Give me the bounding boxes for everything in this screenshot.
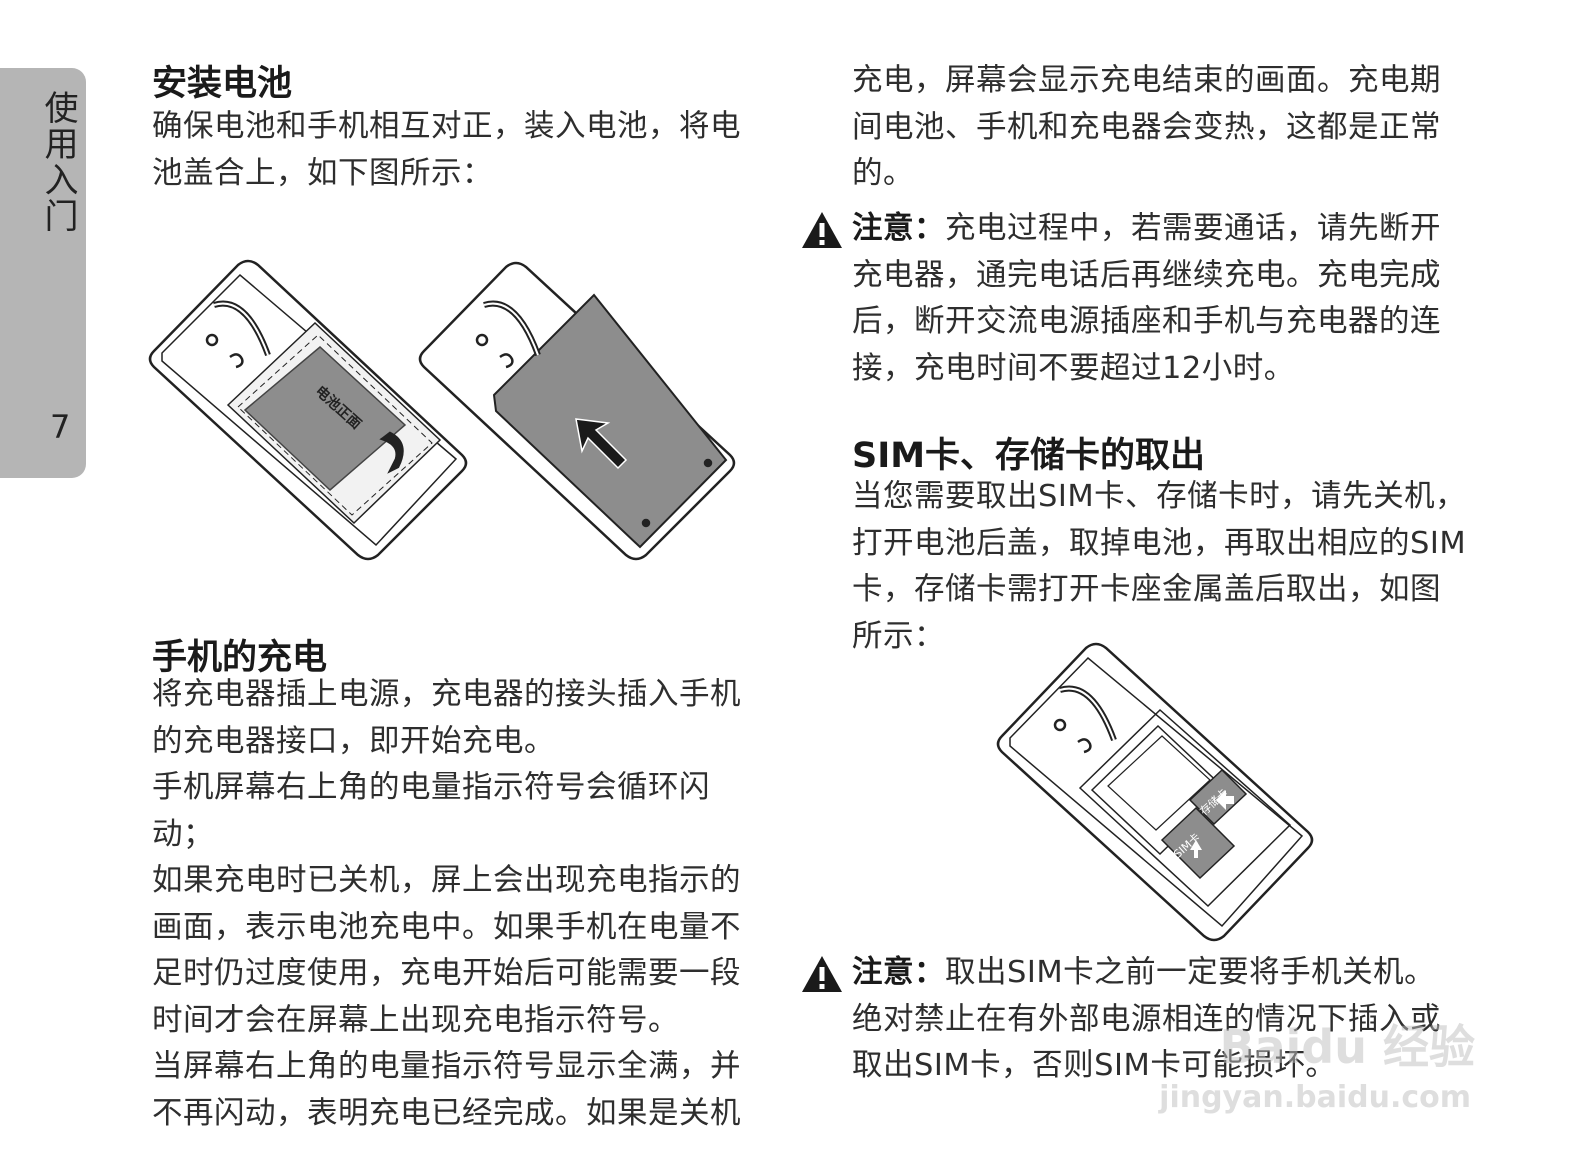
baidu-watermark-url: jingyan.baidu.com xyxy=(1159,1080,1471,1115)
note-first-line: 取出SIM卡之前一定要将手机关机。 xyxy=(945,955,1436,990)
text-line: 画面，表示电池充电中。如果手机在电量不 xyxy=(152,909,741,945)
charging-text-continued: 充电，屏幕会显示充电结束的画面。充电期 间电池、手机和充电器会变热，这都是正常 … xyxy=(852,58,1492,198)
text-line: 将充电器插上电源，充电器的接头插入手机 xyxy=(152,677,741,712)
text-line: 不再闪动，表明充电已经完成。如果是关机 xyxy=(152,1095,741,1131)
text-line: 当屏幕右上角的电量指示符号显示全满，并 xyxy=(152,1049,741,1084)
install-battery-title: 安装电池 xyxy=(152,64,293,104)
chapter-tab-label: 使用入门 xyxy=(38,90,78,234)
battery-install-figure: 电池正面 xyxy=(148,259,736,561)
sim-card-slot xyxy=(1160,806,1236,880)
text-line: 所示： xyxy=(852,618,945,654)
note-label: 注意： xyxy=(852,211,945,246)
sim-removal-text: 当您需要取出SIM卡、存储卡时，请先关机， 打开电池后盖，取掉电池，再取出相应的… xyxy=(852,474,1492,660)
charging-title: 手机的充电 xyxy=(152,638,328,678)
text-line: 足时仍过度使用，充电开始后可能需要一段 xyxy=(152,956,741,991)
text-line: 绝对禁止在有外部电源相连的情况下插入或 xyxy=(852,1001,1441,1037)
warning-icon xyxy=(802,956,842,992)
text-line: 手机屏幕右上角的电量指示符号会循环闪动； xyxy=(152,770,710,852)
sim-caution-note: 注意：取出SIM卡之前一定要将手机关机。 绝对禁止在有外部电源相连的情况下插入或… xyxy=(800,950,1500,1090)
text-line: 充电器，通完电话后再继续充电。充电完成 xyxy=(852,257,1441,293)
sim-card-figure: 存储卡 SIM卡 xyxy=(996,642,1314,942)
note-label: 注意： xyxy=(852,955,945,990)
text-line: 当您需要取出SIM卡、存储卡时，请先关机， xyxy=(852,479,1467,514)
text-line: 接，充电时间不要超过12小时。 xyxy=(852,350,1295,386)
text-line: 打开电池后盖，取掉电池，再取出相应的SIM xyxy=(852,525,1467,561)
warning-icon xyxy=(802,212,842,248)
phone-open-illustration xyxy=(148,259,468,561)
charging-caution-note: 注意：充电过程中，若需要通话，请先断开 充电器，通完电话后再继续充电。充电完成 … xyxy=(800,206,1500,392)
text-line: 的充电器接口，即开始充电。 xyxy=(152,723,555,759)
page-number: 7 xyxy=(50,408,71,446)
text-line: 间电池、手机和充电器会变热，这都是正常 xyxy=(852,109,1441,145)
text-line: 时间才会在屏幕上出现充电指示符号。 xyxy=(152,1002,679,1038)
text-line: 充电，屏幕会显示充电结束的画面。充电期 xyxy=(852,63,1441,98)
text-line: 确保电池和手机相互对正，装入电池，将电 xyxy=(152,109,741,144)
sim-removal-title: SIM卡、存储卡的取出 xyxy=(852,436,1206,476)
text-line: 后，断开交流电源插座和手机与充电器的连 xyxy=(852,304,1441,339)
baidu-watermark: Baidu 经验 xyxy=(1219,1020,1475,1074)
text-line: 取出SIM卡，否则SIM卡可能损坏。 xyxy=(852,1048,1337,1083)
install-battery-text: 确保电池和手机相互对正，装入电池，将电 池盖合上，如下图所示： xyxy=(152,104,767,197)
chapter-tab xyxy=(0,68,86,478)
text-line: 池盖合上，如下图所示： xyxy=(152,155,493,191)
charging-text: 将充电器插上电源，充电器的接头插入手机 的充电器接口，即开始充电。 手机屏幕右上… xyxy=(152,672,767,1137)
text-line: 如果充电时已关机，屏上会出现充电指示的 xyxy=(152,863,741,898)
storage-card-slot xyxy=(1188,768,1248,826)
phone-cover-illustration xyxy=(418,261,736,561)
text-line: 卡，存储卡需打开卡座金属盖后取出，如图 xyxy=(852,572,1441,607)
note-first-line: 充电过程中，若需要通话，请先断开 xyxy=(945,211,1441,246)
text-line: 的。 xyxy=(852,156,914,191)
